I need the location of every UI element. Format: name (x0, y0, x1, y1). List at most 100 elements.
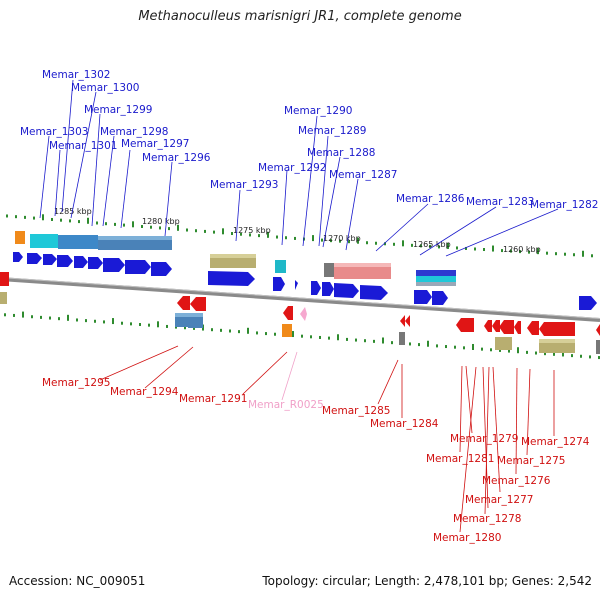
tick-mark (157, 321, 159, 328)
tick-mark (546, 251, 548, 255)
tick-mark (544, 352, 546, 356)
feature-box-highlight (539, 339, 575, 343)
tick-mark (555, 252, 557, 256)
tick-mark (175, 325, 177, 329)
gene-label[interactable]: Memar_1296 (142, 152, 211, 164)
feature-box (58, 235, 98, 249)
gene-label[interactable]: Memar_1300 (71, 82, 139, 94)
tick-mark (148, 323, 150, 327)
reverse-genes (177, 296, 600, 336)
forward-features (0, 231, 456, 304)
feature-box (15, 231, 25, 244)
tick-mark (591, 254, 593, 258)
gene-label[interactable]: Memar_1275 (497, 455, 565, 467)
tick-mark (517, 347, 519, 354)
forward-gene-arrow (322, 282, 334, 296)
reverse-gene-arrow (400, 315, 405, 327)
tick-mark (582, 250, 584, 257)
tick-mark (436, 344, 438, 348)
tick-mark (42, 214, 44, 221)
tick-mark (427, 340, 429, 347)
tick-marks (4, 214, 600, 360)
gene-label[interactable]: Memar_1299 (84, 104, 152, 116)
gene-label[interactable]: Memar_1285 (322, 405, 390, 417)
feature-box (282, 324, 292, 337)
gene-label[interactable]: Memar_1283 (466, 196, 534, 208)
reverse-gene-arrow (492, 320, 500, 332)
scale-tick-label: 1265 kbp (413, 240, 451, 249)
tick-mark (78, 220, 80, 224)
gene-label[interactable]: Memar_1287 (329, 169, 397, 181)
tick-mark (121, 321, 123, 325)
tick-mark (229, 329, 231, 333)
forward-gene-arrow (334, 283, 359, 298)
tick-mark (573, 253, 575, 257)
tick-mark (598, 356, 600, 360)
gene-label[interactable]: Memar_1302 (42, 69, 110, 81)
gene-label[interactable]: Memar_1289 (298, 125, 366, 137)
scale-tick-label: 1275 kbp (233, 226, 271, 235)
tick-mark (501, 249, 503, 253)
tick-mark (22, 311, 24, 318)
gene-label[interactable]: Memar_1301 (49, 140, 117, 152)
gene-label[interactable]: Memar_1277 (465, 494, 533, 506)
tick-mark (393, 242, 395, 246)
gene-label[interactable]: Memar_1276 (482, 475, 551, 487)
gene-label[interactable]: Memar_1294 (110, 386, 179, 398)
forward-gene-arrow (74, 256, 88, 268)
tick-mark (123, 223, 125, 227)
tick-mark (267, 231, 269, 238)
gene-label[interactable]: Memar_1298 (100, 126, 168, 138)
tick-mark (418, 343, 420, 347)
tick-mark (526, 350, 528, 354)
gene-label[interactable]: Memar_1303 (20, 126, 88, 138)
tick-mark (310, 335, 312, 339)
tick-mark (445, 345, 447, 349)
forward-gene-arrow (88, 257, 103, 269)
gene-label[interactable]: Memar_1286 (396, 193, 465, 205)
feature-box (30, 234, 58, 248)
tick-mark (499, 348, 501, 352)
feature-box (275, 260, 286, 273)
tick-mark (528, 250, 530, 254)
tick-mark (474, 247, 476, 251)
tick-mark (40, 315, 42, 319)
gene-label[interactable]: Memar_1290 (284, 105, 352, 117)
tick-mark (357, 237, 359, 244)
gene-label[interactable]: Memar_R0025 (248, 399, 324, 411)
map-title: Methanoculleus marisnigri JR1, complete … (138, 9, 462, 24)
tick-mark (490, 348, 492, 352)
tick-mark (220, 328, 222, 332)
gene-label[interactable]: Memar_1281 (426, 453, 494, 465)
gene-label[interactable]: Memar_1293 (210, 179, 278, 191)
tick-mark (240, 232, 242, 236)
gene-label[interactable]: Memar_1278 (453, 513, 521, 525)
gene-label[interactable]: Memar_1274 (521, 436, 590, 448)
reverse-gene-arrow (456, 318, 474, 332)
forward-gene-arrow (125, 260, 151, 274)
gene-label[interactable]: Memar_1288 (307, 147, 375, 159)
tick-mark (301, 334, 303, 338)
gene-label[interactable]: Memar_1282 (530, 199, 598, 211)
gene-label[interactable]: Memar_1280 (433, 532, 501, 544)
gene-label[interactable]: Memar_1292 (258, 162, 326, 174)
gene-label[interactable]: Memar_1297 (121, 138, 189, 150)
reverse-gene-arrow (596, 324, 600, 336)
tick-mark (571, 354, 573, 358)
forward-gene-labels (39, 79, 559, 257)
tick-mark (222, 228, 224, 235)
gene-label[interactable]: Memar_1295 (42, 377, 110, 389)
tick-mark (429, 244, 431, 248)
forward-gene-arrow (208, 271, 255, 286)
tick-mark (103, 320, 105, 324)
gene-label[interactable]: Memar_1279 (450, 433, 518, 445)
tick-mark (319, 335, 321, 339)
tick-mark (328, 336, 330, 340)
tick-mark (186, 228, 188, 232)
rna-gene-arrow (300, 307, 307, 321)
tick-mark (355, 338, 357, 342)
gene-label[interactable]: Memar_1291 (179, 393, 247, 405)
feature-box-highlight (175, 313, 203, 317)
gene-label[interactable]: Memar_1284 (370, 418, 439, 430)
